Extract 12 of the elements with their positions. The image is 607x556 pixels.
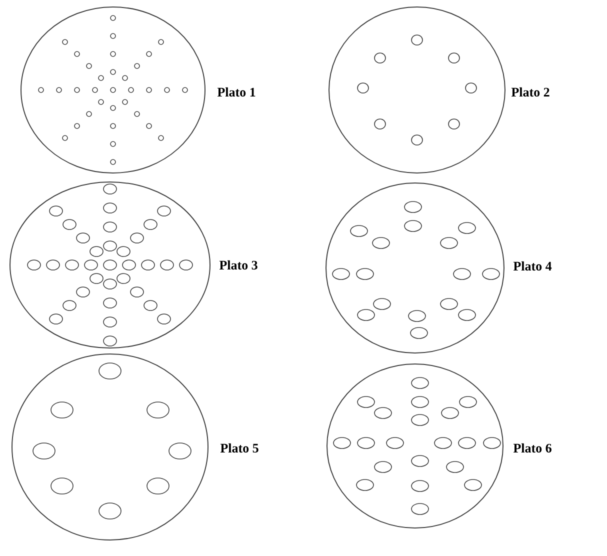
plate-drawing — [10, 182, 210, 348]
plate-label: Plato 2 — [511, 87, 550, 97]
plate-label: Plato 3 — [219, 260, 258, 270]
plate-label: Plato 1 — [217, 87, 256, 97]
plate-label: Plato 6 — [513, 443, 552, 453]
plate-label: Plato 4 — [513, 261, 552, 271]
plate-drawing — [328, 6, 506, 174]
plate-drawing — [326, 364, 504, 528]
plate-drawing — [12, 354, 208, 540]
plate-drawing — [20, 6, 206, 174]
plate-label: Plato 5 — [220, 443, 258, 453]
plate-drawing — [326, 182, 504, 354]
